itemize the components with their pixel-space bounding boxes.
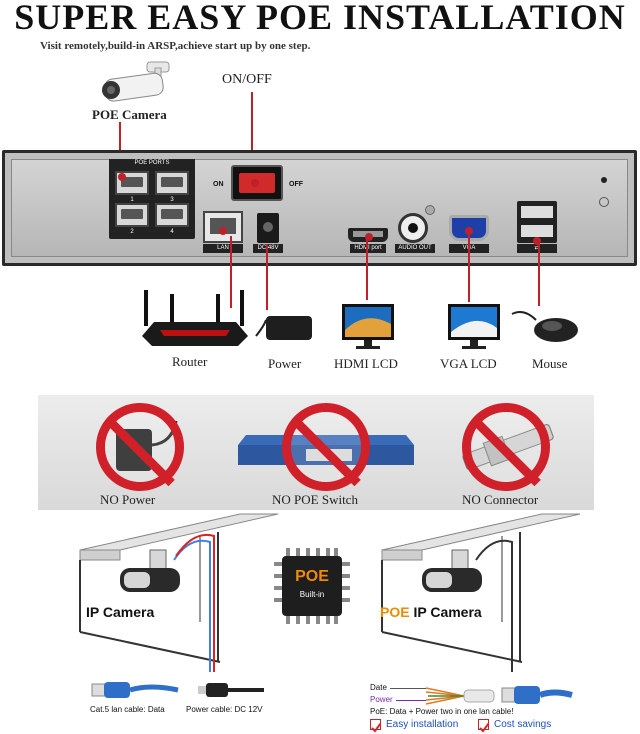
ip-camera-word: IP Camera <box>409 604 482 620</box>
on-off-label: ON/OFF <box>222 72 272 87</box>
no-requirements-panel: NO Power NO POE Switch NO Connector <box>38 395 594 510</box>
hdmi-label: HDMI port <box>350 244 386 253</box>
chip-label-builtin: Built-in <box>299 590 325 599</box>
device-label: HDMI LCD <box>334 356 398 371</box>
port-number: 1 <box>130 197 134 203</box>
benefit-label: Cost savings <box>494 719 552 730</box>
monitor-icon <box>446 302 502 350</box>
switch-on-label: ON <box>213 181 224 188</box>
mouse-icon <box>510 306 580 346</box>
connector-line <box>538 240 540 306</box>
dc-power-jack[interactable] <box>257 213 279 243</box>
device-label: Mouse <box>532 356 568 371</box>
checkmark-icon <box>370 719 382 733</box>
poe-camera-icon <box>95 58 175 108</box>
device-label: VGA LCD <box>440 356 497 371</box>
ip-camera-illustration <box>60 512 280 692</box>
date-label: Date <box>370 683 387 692</box>
power-adapter-icon <box>252 306 316 346</box>
benefit-label: Easy installation <box>386 719 459 730</box>
usb-icon: ⇄ <box>517 244 557 253</box>
port-number: 3 <box>170 197 174 203</box>
device-label: Power <box>268 356 302 371</box>
status-led <box>601 177 607 183</box>
usb-ports[interactable] <box>517 201 557 243</box>
poe-note: PoE: Data + Power two in one lan cable! <box>370 707 514 716</box>
no-power-item <box>88 401 198 497</box>
page-title: SUPER EASY POE INSTALLATION <box>14 0 626 37</box>
pointer-line <box>396 700 426 701</box>
poe-word: POE <box>380 604 410 620</box>
power-label: Power <box>370 695 393 704</box>
poe-camera-label: POE Camera <box>92 107 167 122</box>
poe-ports-block: POE PORTS 1 3 2 4 <box>109 159 195 239</box>
connector-line <box>230 236 232 308</box>
page-subtitle: Visit remotely,build-in ARSP,achieve sta… <box>40 40 311 52</box>
connector-line <box>366 236 368 300</box>
no-item-label: NO Connector <box>462 492 539 507</box>
cable-label: Cat.5 lan cable: Data <box>90 705 165 714</box>
no-item-label: NO POE Switch <box>272 492 358 507</box>
poe-ports-label: POE PORTS <box>109 159 195 168</box>
checkmark-icon <box>478 719 490 733</box>
ip-camera-title: IP Camera <box>86 604 155 620</box>
device-label: Router <box>172 354 208 369</box>
port-number: 2 <box>130 229 134 235</box>
pointer-line <box>390 688 426 689</box>
port-number: 4 <box>170 229 174 235</box>
chip-label-poe: POE <box>295 568 329 585</box>
poe-chip-icon <box>272 546 352 626</box>
lan-port[interactable] <box>203 211 243 243</box>
no-item-label: NO Power <box>100 492 156 507</box>
router-icon <box>140 290 250 350</box>
dc48v-label: DC 48V <box>253 244 283 253</box>
no-poe-switch-item <box>236 401 416 497</box>
nvr-back-panel: POE PORTS 1 3 2 4 ON OFF LAN DC 48V HDMI… <box>2 150 637 266</box>
audio-out-port[interactable] <box>398 213 428 243</box>
poe-port-2[interactable] <box>115 203 149 227</box>
ground-screw-icon <box>599 197 609 207</box>
poe-port-4[interactable] <box>155 203 189 227</box>
audio-out-label: AUDIO OUT <box>395 244 435 253</box>
connector-line <box>266 244 268 310</box>
cat5-cable-icon <box>90 678 180 702</box>
dc-cable-icon <box>196 680 266 700</box>
poe-ip-camera-illustration <box>372 512 592 692</box>
ground-screw-icon <box>425 205 435 215</box>
no-connector-item <box>452 401 562 497</box>
connector-line <box>251 92 253 180</box>
poe-ip-camera-title: POE IP Camera <box>380 604 482 620</box>
poe-port-3[interactable] <box>155 171 189 195</box>
connector-line <box>468 232 470 302</box>
switch-off-label: OFF <box>289 181 303 188</box>
lan-label: LAN <box>203 244 243 253</box>
poe-cable-icon <box>424 682 574 710</box>
monitor-icon <box>340 302 396 350</box>
cable-label: Power cable: DC 12V <box>186 705 263 714</box>
